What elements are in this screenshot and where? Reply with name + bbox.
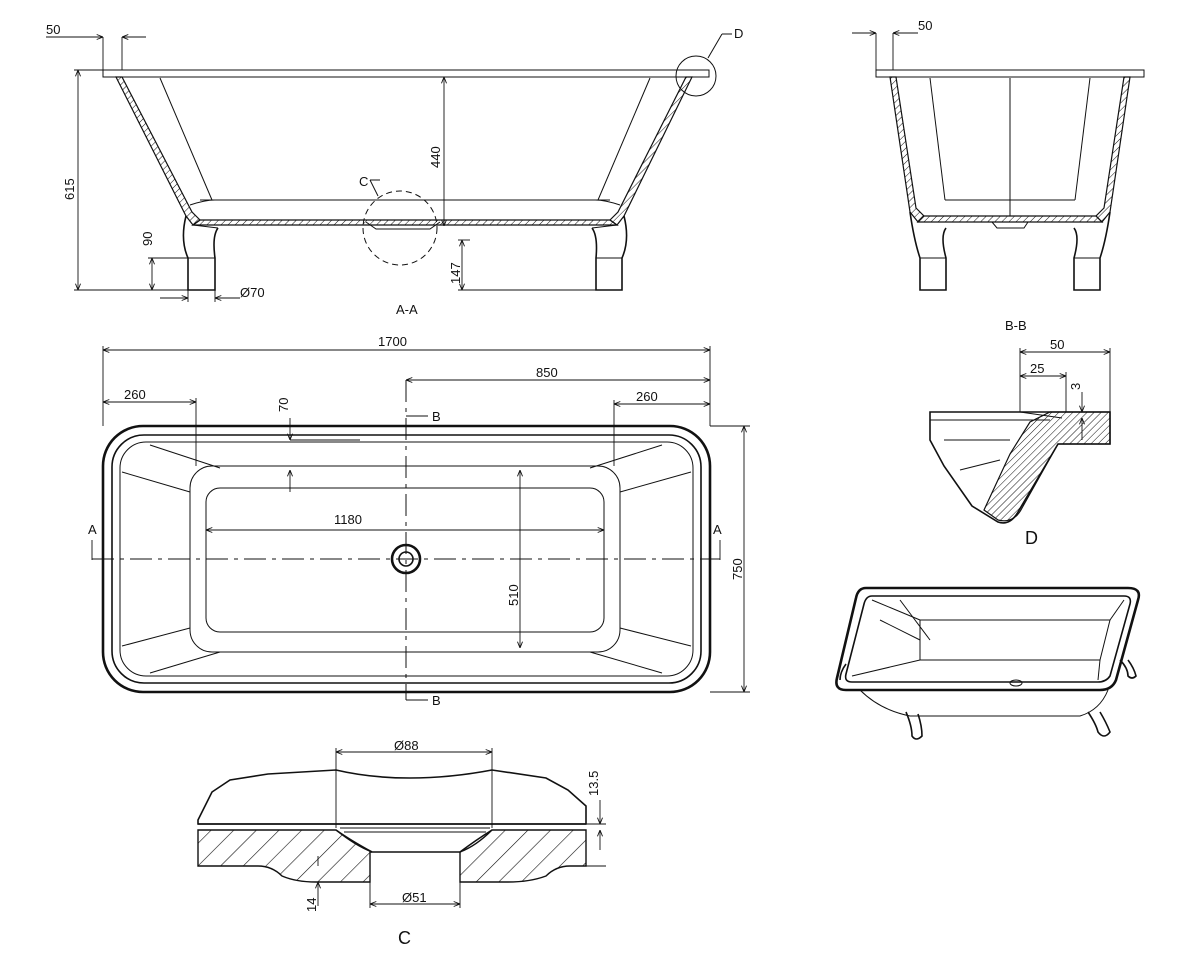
aa-right-wall [609,76,693,226]
aa-right-leg [591,215,628,291]
detail-c-dim-hole-dia: Ø51 [402,890,427,905]
aa-dim-leg: 90 [140,232,155,246]
plan-dim-end-left: 260 [124,387,146,402]
bb-dim-rim: 50 [918,18,932,33]
aa-dim-foot-dia: Ø70 [240,285,265,300]
detail-d-dim-total: 50 [1050,337,1064,352]
detail-d-dim-half: 25 [1030,361,1044,376]
plan-section-mark-a-left: A [88,522,97,537]
plan-dim-half-length: 850 [536,365,558,380]
bb-title: B-B [1005,318,1027,333]
aa-left-wall [115,76,201,226]
detail-c-dim-top-dia: Ø88 [394,738,419,753]
aa-dim-depth: 440 [428,146,443,168]
aa-callout-d: D [734,26,743,41]
detail-d-view: 50 25 3 D [929,337,1111,548]
section-aa-view: 50 D 615 440 C 90 147 Ø70 A-A [46,22,743,317]
plan-dim-length: 1700 [378,334,407,349]
aa-callout-c: C [359,174,368,189]
aa-left-leg [182,215,219,291]
callout-d-circle [675,55,717,97]
plan-dim-inner-width: 510 [506,584,521,606]
plan-view: 1700 850 260 260 70 1180 510 750 A A B B [88,334,750,708]
plan-dim-rim-width: 70 [276,398,291,412]
aa-bottom [191,219,619,226]
aa-dim-rim-left: 50 [46,22,60,37]
detail-c-right-section [459,829,587,883]
plan-dim-end-right: 260 [636,389,658,404]
detail-c-upper [197,769,587,825]
plan-section-mark-b-bottom: B [432,693,441,708]
bb-left-wall [889,76,925,223]
aa-dim-floor: 147 [448,262,463,284]
callout-c-circle [362,190,438,266]
bb-right-wall [1095,76,1131,223]
aa-dim-height: 615 [62,178,77,200]
aa-title: A-A [396,302,418,317]
iso-rim [835,586,1141,692]
detail-c-title: C [398,928,411,948]
plan-dim-inner-length: 1180 [334,512,362,527]
aa-rim [102,69,710,78]
plan-section-mark-a-right: A [713,522,722,537]
plan-section-mark-b-top: B [432,409,441,424]
plan-dim-width: 750 [730,558,745,580]
detail-d-section [983,411,1111,522]
detail-c-view: Ø88 13.5 14 Ø51 C [197,738,606,948]
detail-d-dim-lip: 3 [1068,383,1083,390]
detail-c-dim-thickness: 14 [304,898,319,912]
detail-c-left-section [197,829,373,883]
isometric-view [835,586,1141,740]
detail-d-title: D [1025,528,1038,548]
detail-c-dim-recess: 13.5 [586,771,601,796]
section-bb-view: 50 B-B [852,18,1145,333]
